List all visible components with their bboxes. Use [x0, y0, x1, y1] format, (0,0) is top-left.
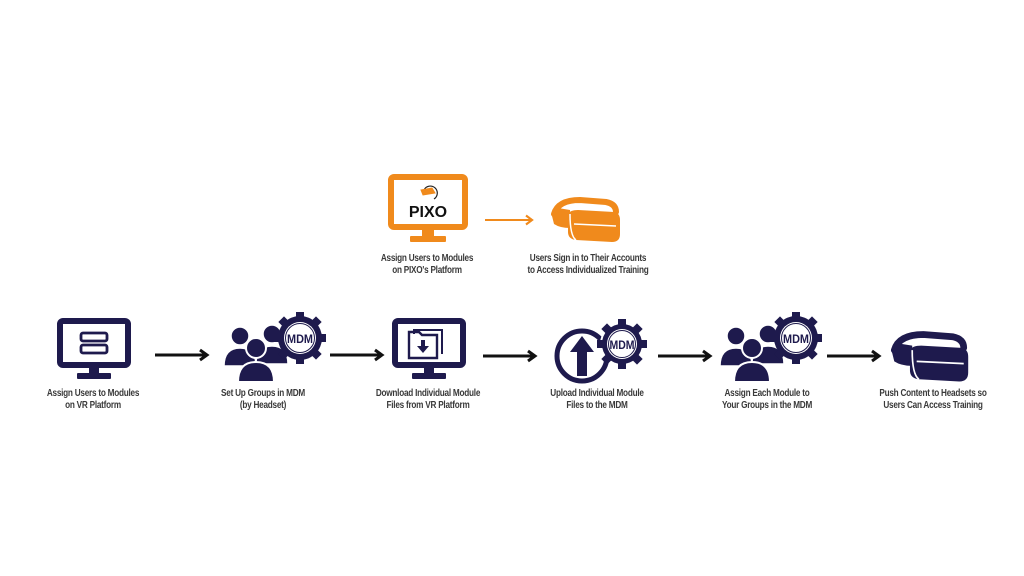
vr-headset-icon [551, 196, 620, 242]
step-label-set-up-groups: Set Up Groups in MDM (by Headset) [206, 388, 321, 412]
pixo-logo-mark-icon [420, 185, 438, 200]
gear-icon: MDM [770, 312, 822, 364]
user-group-mdm-icon: MDM [223, 312, 326, 383]
step-label-pixo-assign: Assign Users to Modules on PIXO's Platfo… [378, 253, 476, 277]
user-group-mdm-icon: MDM [719, 312, 822, 383]
label-line: Users Can Access Training [883, 400, 983, 411]
label-line: to Access Individualized Training [527, 265, 649, 276]
monitor-list-icon [57, 318, 131, 379]
mdm-badge-text: MDM [610, 338, 635, 352]
label-line: on PIXO's Platform [392, 265, 462, 276]
step-label-users-sign-in: Users Sign in to Their Accounts to Acces… [522, 253, 653, 277]
label-line: Push Content to Headsets so [879, 388, 987, 399]
arrow-right-icon [155, 348, 210, 362]
label-line: Files from VR Platform [386, 400, 470, 411]
label-line: on VR Platform [65, 400, 121, 411]
label-line: Set Up Groups in MDM [221, 388, 305, 399]
label-line: Upload Individual Module [550, 388, 644, 399]
mdm-badge-text: MDM [287, 332, 313, 346]
arrow-right-icon [483, 349, 538, 363]
monitor-download-icon [392, 318, 466, 379]
upload-mdm-icon: MDM [554, 319, 647, 384]
label-line: Users Sign in to Their Accounts [529, 253, 647, 264]
label-line: Download Individual Module [375, 388, 481, 399]
step-label-assign-users: Assign Users to Modules on VR Platform [36, 388, 151, 412]
label-line: Assign Users to Modules [380, 253, 474, 264]
label-line: (by Headset) [239, 400, 287, 411]
step-label-upload-files: Upload Individual Module Files to the MD… [536, 388, 659, 412]
arrow-right-icon [330, 348, 385, 362]
vr-headset-icon [890, 331, 969, 382]
step-label-assign-modules: Assign Each Module to Your Groups in the… [706, 388, 829, 412]
pixo-logo-text: PIXO [409, 204, 447, 221]
gear-icon: MDM [597, 319, 647, 369]
step-label-download-files: Download Individual Module Files from VR… [367, 388, 490, 412]
arrow-right-icon [658, 349, 713, 363]
label-line: Your Groups in the MDM [721, 400, 813, 411]
label-line: Files to the MDM [566, 400, 628, 411]
pixo-monitor-icon: PIXO [388, 174, 468, 242]
arrow-right-icon [827, 349, 882, 363]
step-label-push-content: Push Content to Headsets so Users Can Ac… [867, 388, 998, 412]
mdm-badge-text: MDM [783, 332, 809, 346]
label-line: Assign Each Module to [724, 388, 810, 399]
upload-arrow-icon [570, 336, 594, 376]
label-line: Assign Users to Modules [46, 388, 140, 399]
gear-icon: MDM [274, 312, 326, 364]
orange-arrow-icon [485, 214, 534, 226]
